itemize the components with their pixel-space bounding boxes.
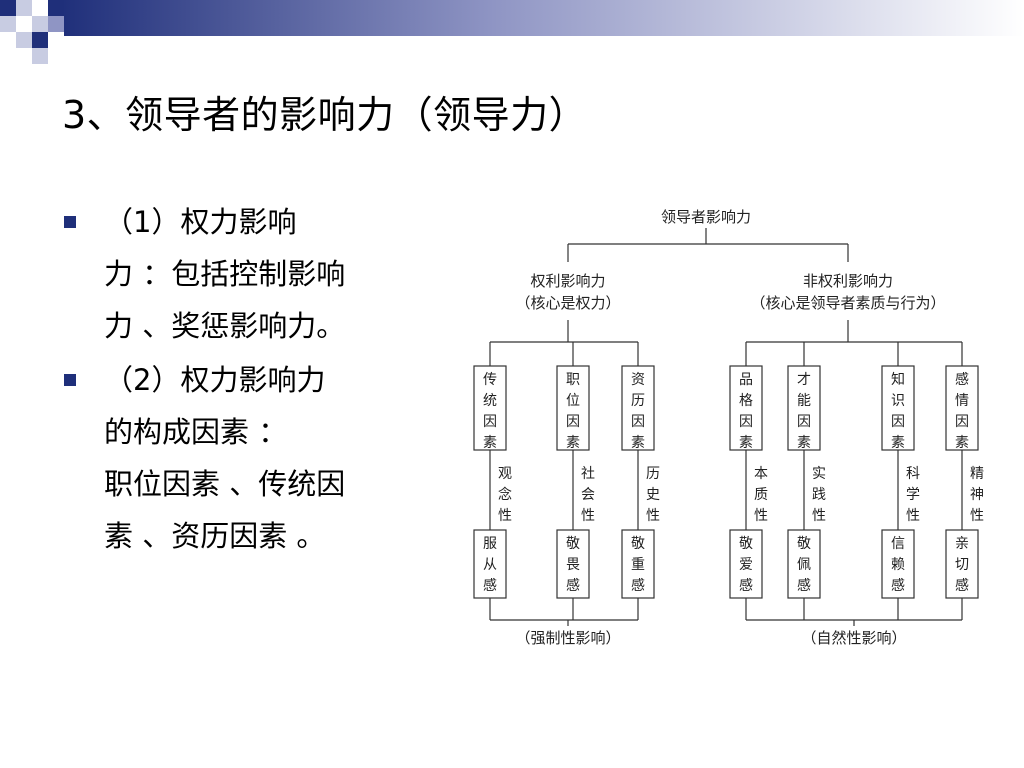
bullet-line: 职位因素 、传统因 (104, 467, 346, 501)
influence-tree-diagram: 领导者影响力 权利影响力 （核心是权力） 非权利影响力 （核心是领导者素质与行为… (473, 208, 984, 647)
factor-box (881, 365, 915, 451)
feeling-box (787, 529, 821, 599)
left-result-label: （强制性影响） (515, 629, 620, 647)
quality-label: 实践性 (812, 466, 826, 524)
factor-box (621, 365, 655, 451)
feeling-box (729, 529, 763, 599)
factor-box (729, 365, 763, 451)
bullet-power-influence: （1）权力影响 力 ：包括控制影响 力 、奖惩影响力。 (62, 196, 462, 352)
bullet-square-icon (64, 374, 76, 386)
bullet-line: 的构成因素 ： (104, 415, 288, 449)
quality-label: 本质性 (754, 466, 768, 524)
bullet-line: （1）权力影响 (104, 205, 297, 239)
bullet-line: 力 ：包括控制影响 (104, 257, 346, 291)
factor-label: 品格因素 (739, 372, 753, 451)
bullet-line: 力 、奖惩影响力。 (104, 309, 346, 343)
feeling-box (473, 529, 507, 599)
right-result-label: （自然性影响） (801, 629, 906, 647)
feeling-box (945, 529, 979, 599)
quality-label: 社会性 (581, 466, 595, 524)
bullet-list: （1）权力影响 力 ：包括控制影响 力 、奖惩影响力。 （2）权力影响力 的构成… (62, 196, 462, 564)
connector-lines (489, 228, 963, 626)
feeling-box (881, 529, 915, 599)
slide-title: 3、领导者的影响力（领导力） (62, 93, 588, 137)
factor-label: 职位因素 (566, 372, 580, 451)
factor-box (945, 365, 979, 451)
feeling-label: 敬重感 (631, 536, 645, 594)
feeling-label: 敬畏感 (566, 536, 580, 594)
factor-label: 知识因素 (891, 371, 905, 451)
feeling-label: 敬爱感 (739, 536, 753, 594)
factor-label: 传统因素 (483, 372, 497, 451)
factor-box (473, 365, 507, 451)
bullet-line: 素 、资历因素 。 (104, 519, 326, 553)
feeling-box (621, 529, 655, 599)
factor-box (787, 365, 821, 451)
title-band-decoration (0, 0, 1024, 64)
factor-label: 资历因素 (631, 372, 645, 451)
bullet-power-factors: （2）权力影响力 的构成因素 ： 职位因素 、传统因 素 、资历因素 。 (62, 354, 462, 562)
left-branch-label: 权利影响力 (530, 272, 605, 290)
factor-box (556, 365, 590, 451)
feeling-label: 信赖感 (891, 536, 905, 594)
quality-label: 精神性 (970, 466, 984, 524)
diagram-root-label: 领导者影响力 (661, 208, 751, 226)
feeling-label: 亲切感 (955, 536, 969, 594)
right-branch-label: 非权利影响力 (803, 272, 893, 290)
bullet-line: （2）权力影响力 (104, 363, 326, 397)
bullet-square-icon (64, 216, 76, 228)
factor-label: 感情因素 (955, 371, 969, 451)
feeling-label: 敬佩感 (797, 536, 811, 594)
quality-label: 历史性 (646, 466, 660, 524)
left-branch-sublabel: （核心是权力） (515, 294, 620, 312)
quality-label: 观念性 (498, 466, 512, 524)
feeling-box (556, 529, 590, 599)
right-branch-sublabel: （核心是领导者素质与行为） (750, 294, 945, 312)
quality-label: 科学性 (906, 466, 920, 524)
feeling-label: 服从感 (483, 536, 497, 594)
factor-label: 才能因素 (797, 372, 811, 451)
